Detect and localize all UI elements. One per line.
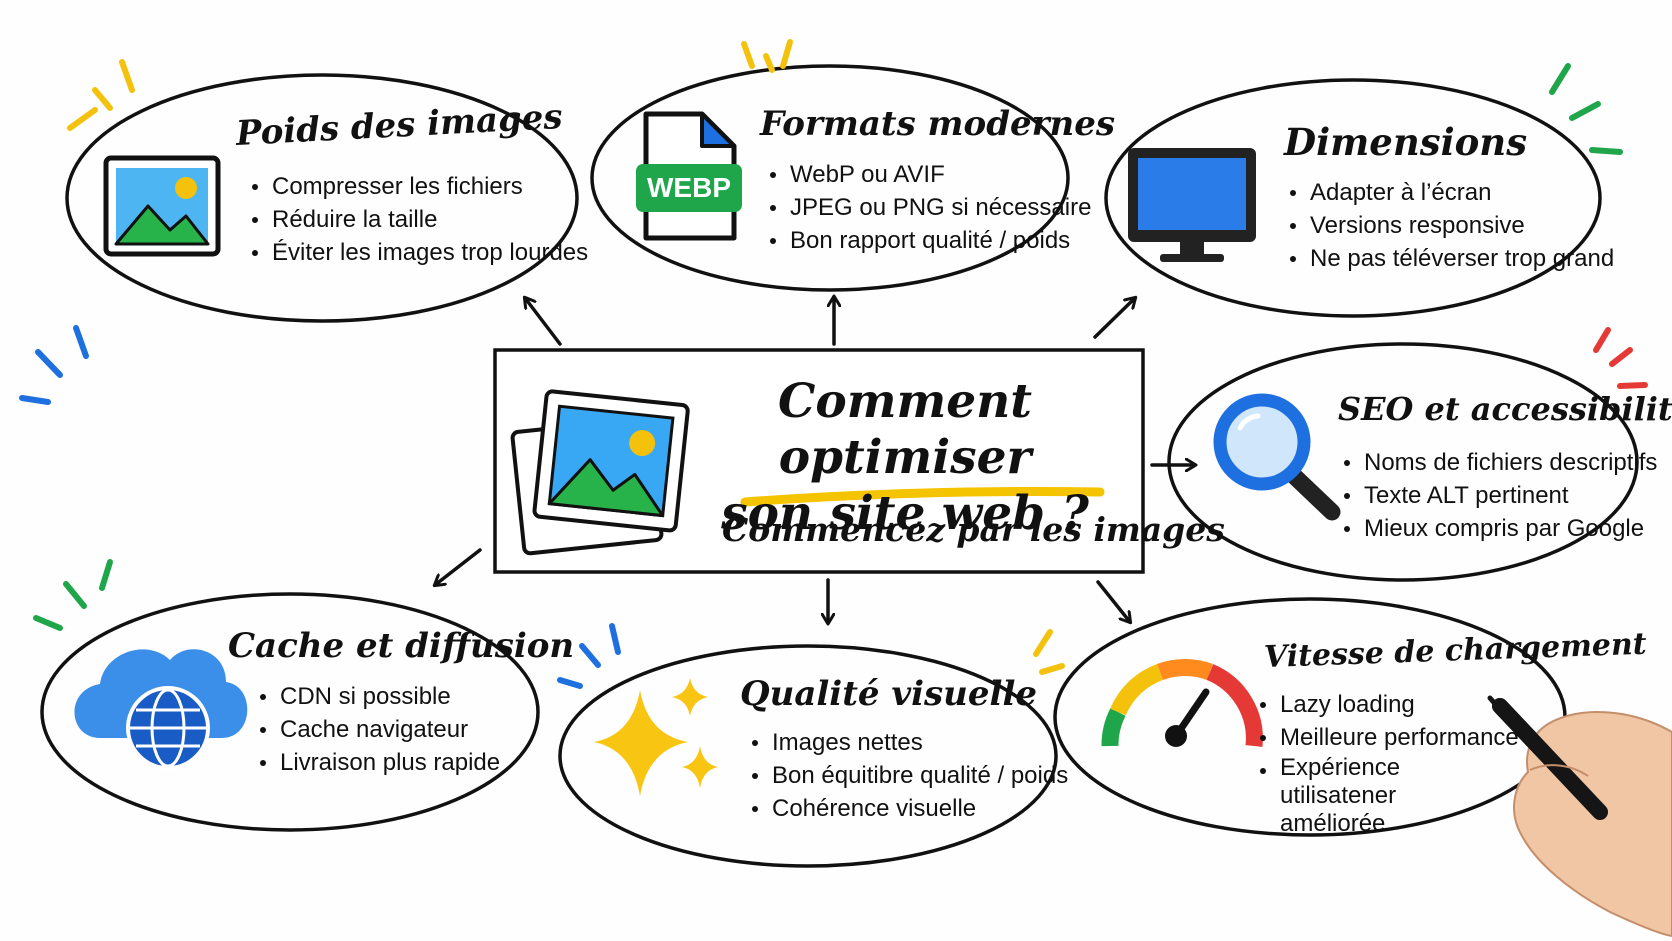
list-item: Bon rapport qualité / poids	[766, 224, 1091, 257]
bubble-cache	[40, 592, 540, 832]
title-underline	[740, 486, 1105, 507]
node-qualite-title: Qualité visuelle	[740, 674, 1038, 714]
list-item: Réduire la taille	[248, 203, 588, 236]
arrow-to-poids	[525, 298, 562, 346]
bubble-seo	[1167, 342, 1639, 582]
list-item: CDN si possible	[256, 680, 500, 713]
node-dimensions-list: Adapter à l’écran Versions responsive Ne…	[1286, 176, 1614, 275]
arrow-to-vitesse	[1096, 580, 1130, 622]
list-item: Versions responsive	[1286, 209, 1614, 242]
bubble-poids-des-images	[65, 73, 579, 323]
node-seo-title: SEO et accessibilité	[1338, 390, 1672, 428]
accent-blue-bottom-center	[557, 623, 621, 689]
center-title-line-1: Comment optimiser	[777, 374, 1032, 485]
sparkle-icon	[594, 678, 718, 796]
bubble-dimensions	[1104, 78, 1602, 318]
list-item: WebP ou AVIF	[766, 158, 1091, 191]
bubble-qualite	[558, 644, 1058, 868]
node-dimensions-title: Dimensions	[1284, 120, 1528, 164]
accent-green-bottom-left	[33, 559, 113, 631]
accent-yellow-bottom-right	[1033, 629, 1065, 675]
list-item: Livraison plus rapide	[256, 746, 500, 779]
node-qualite-list: Images nettes Bon équitibre qualité / po…	[748, 726, 1068, 825]
list-item: Expérience utilisatener améliorée	[1256, 754, 1506, 838]
list-item: Lazy loading	[1256, 688, 1506, 721]
monitor-icon	[1128, 148, 1256, 262]
node-vitesse-list: Lazy loading Meilleure performance Expér…	[1256, 688, 1519, 838]
node-formats-title: Formats modernes	[760, 104, 1116, 144]
center-title-line-2: son site web ?	[721, 486, 1089, 541]
node-seo-list: Noms de fichiers descriptifs Texte ALT p…	[1340, 446, 1657, 545]
arrow-to-dimensions	[1093, 298, 1135, 339]
node-cache-list: CDN si possible Cache navigateur Livrais…	[256, 680, 500, 779]
photo-stack-icon	[510, 389, 690, 556]
list-item: Texte ALT pertinent	[1340, 479, 1657, 512]
accent-green-top-right	[1549, 63, 1623, 155]
magnifier-icon	[1213, 393, 1341, 521]
node-cache-title: Cache et diffusion	[228, 626, 575, 666]
cloud-globe-icon	[74, 649, 248, 770]
list-item: Compresser les fichiers	[248, 170, 588, 203]
list-item: JPEG ou PNG si nécessaire	[766, 191, 1091, 224]
center-title: Comment optimiser son site web ?	[680, 374, 1130, 542]
list-item: Ne pas téléverser trop grand	[1286, 242, 1614, 275]
arrow-to-cache	[435, 548, 482, 585]
webp-badge-label: WEBP	[647, 172, 731, 203]
list-item: Bon équitibre qualité / poids	[748, 759, 1068, 792]
list-item: Meilleure performance	[1256, 721, 1519, 754]
image-icon	[103, 155, 221, 257]
list-item: Adapter à l’écran	[1286, 176, 1614, 209]
node-formats-list: WebP ou AVIF JPEG ou PNG si nécessaire B…	[766, 158, 1091, 257]
accent-blue-left	[19, 325, 89, 405]
list-item: Mieux compris par Google	[1340, 512, 1657, 545]
list-item: Noms de fichiers descriptifs	[1340, 446, 1657, 479]
speedometer-icon	[1101, 659, 1263, 747]
accent-yellow-top-left	[67, 59, 135, 131]
list-item: Cache navigateur	[256, 713, 500, 746]
list-item: Cohérence visuelle	[748, 792, 1068, 825]
node-poids-list: Compresser les fichiers Réduire la taill…	[248, 170, 588, 269]
bubble-formats-modernes	[590, 64, 1070, 292]
accent-red-right	[1593, 327, 1648, 389]
list-item: Images nettes	[748, 726, 1068, 759]
hand-with-marker	[1487, 695, 1672, 938]
list-item: Éviter les images trop lourdes	[248, 236, 588, 269]
center-subtitle: Commencez par les images	[722, 510, 1225, 549]
webp-file-icon	[636, 111, 742, 241]
accent-yellow-top-center	[741, 39, 793, 73]
